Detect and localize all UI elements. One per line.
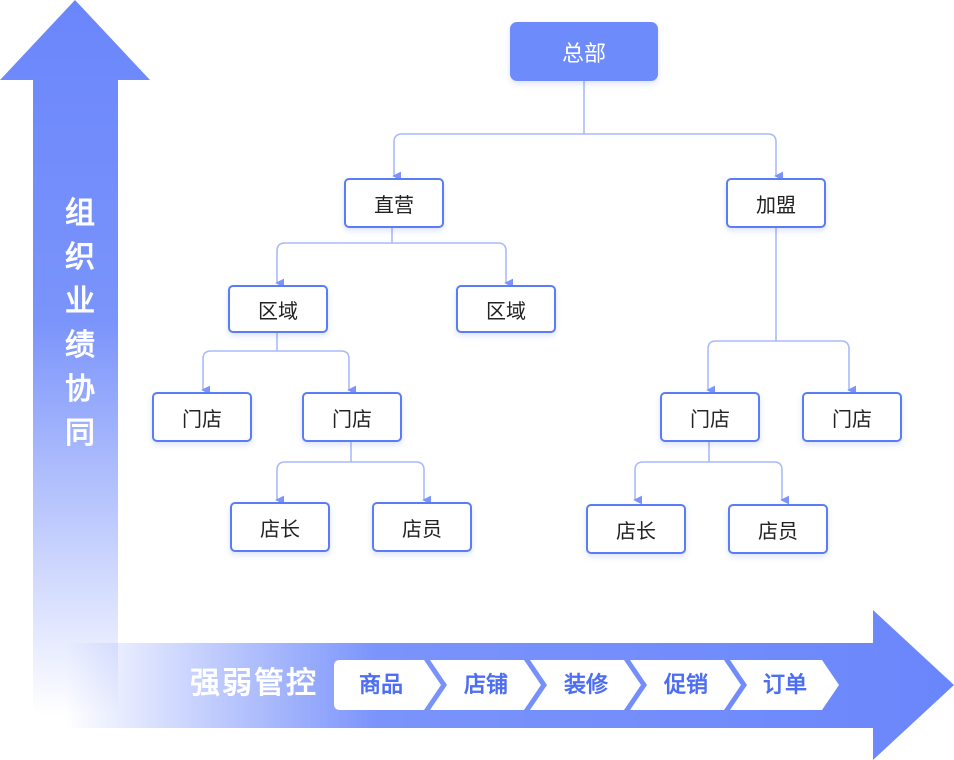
control-chips — [334, 660, 839, 710]
node-clerk-right: 店员 — [728, 504, 828, 554]
node-clerk-left: 店员 — [372, 502, 472, 552]
control-chip-shops: 店铺 — [463, 673, 508, 698]
node-franchise: 加盟 — [726, 178, 826, 228]
vertical-axis-label: 组织业绩协同 — [58, 192, 102, 456]
connectors — [201, 80, 857, 505]
node-store-c: 门店 — [660, 392, 760, 442]
node-store-d: 门店 — [802, 392, 902, 442]
vertical-axis-char: 业 — [65, 284, 95, 319]
horizontal-axis-label: 强弱管控 — [190, 666, 318, 701]
node-manager-right: 店长 — [586, 504, 686, 554]
vertical-axis-char: 组 — [65, 196, 95, 231]
node-headquarters: 总部 — [510, 22, 658, 81]
node-direct-operation: 直营 — [344, 178, 444, 228]
node-region-right: 区域 — [456, 285, 556, 333]
node-manager-left: 店长 — [230, 502, 330, 552]
vertical-axis-arrow — [0, 0, 150, 715]
control-chip-promotion: 促销 — [663, 673, 708, 698]
control-chip-orders: 订单 — [762, 673, 807, 698]
node-store-a: 门店 — [152, 392, 252, 442]
node-region-left: 区域 — [228, 285, 328, 333]
node-store-b: 门店 — [302, 392, 402, 442]
vertical-axis-char: 绩 — [65, 328, 95, 363]
vertical-axis-char: 协 — [65, 372, 95, 407]
control-chip-products: 商品 — [358, 673, 403, 698]
control-chip-decoration: 装修 — [563, 673, 608, 698]
vertical-axis-char: 同 — [65, 416, 95, 451]
vertical-axis-char: 织 — [65, 240, 95, 275]
